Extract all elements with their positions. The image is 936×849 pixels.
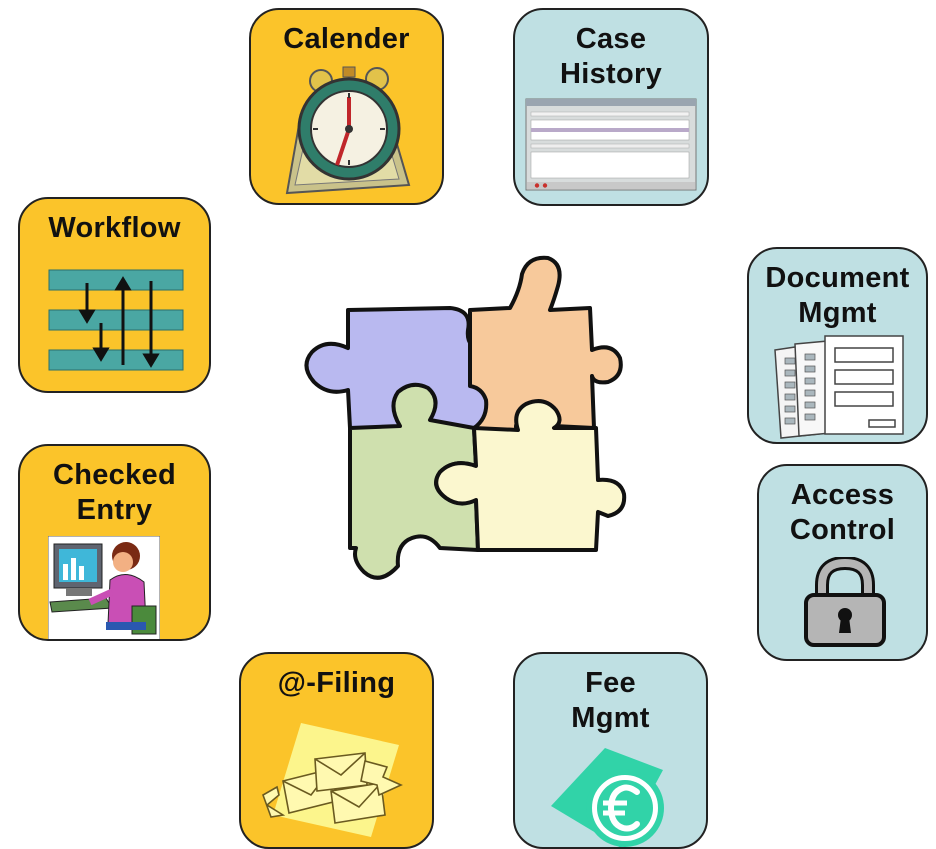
access-control-tile[interactable]: Access Control [757, 464, 928, 661]
workflow-label: Workflow [48, 212, 181, 244]
calender-tile[interactable]: Calender [249, 8, 444, 205]
fee-mgmt-label: Fee Mgmt [571, 667, 650, 734]
puzzle-piece-yellow [434, 399, 627, 552]
e-filing-tile[interactable]: @-Filing [239, 652, 434, 849]
case-history-tile[interactable]: Case History [513, 8, 709, 206]
access-control-label: Access Control [789, 479, 896, 546]
padlock-icon [804, 557, 886, 647]
case-history-label: Case History [559, 23, 662, 90]
workflow-arrows-icon [48, 269, 184, 371]
jigsaw-puzzle-icon [304, 255, 627, 580]
workflow-tile[interactable]: Workflow [18, 197, 211, 393]
checked-entry-label: Checked Entry [53, 459, 176, 526]
euro-coin-icon [551, 748, 664, 847]
alarm-clock-icon [285, 66, 411, 195]
fee-mgmt-tile[interactable]: Fee Mgmt [513, 652, 708, 849]
app-window-screenshot-icon [525, 98, 697, 191]
envelopes-icon [262, 723, 403, 837]
forms-documents-icon [774, 335, 904, 439]
person-at-computer-icon [48, 536, 160, 639]
document-mgmt-label: Document Mgmt [765, 262, 910, 329]
e-filing-label: @-Filing [277, 667, 396, 699]
calender-label: Calender [283, 23, 410, 55]
checked-entry-tile[interactable]: Checked Entry [18, 444, 211, 641]
document-mgmt-tile[interactable]: Document Mgmt [747, 247, 928, 444]
